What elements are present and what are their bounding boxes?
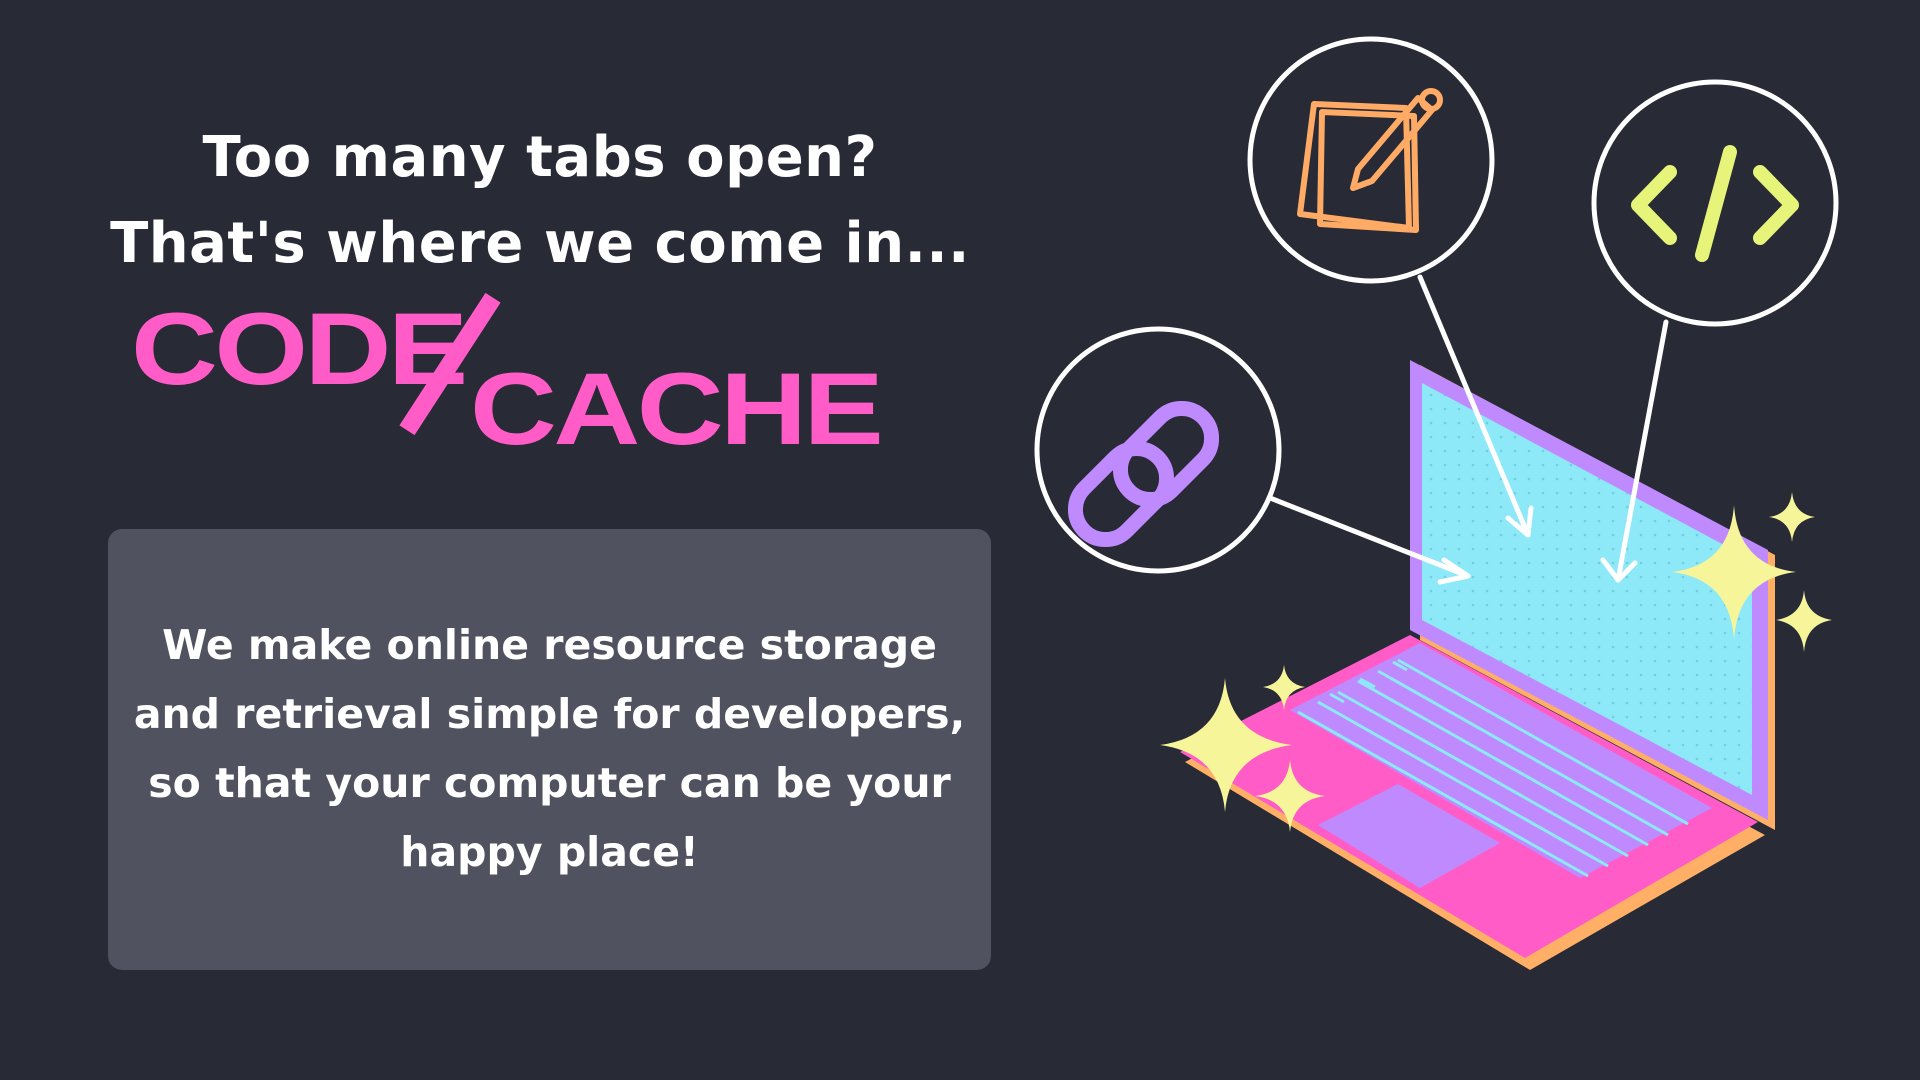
- notes-pencil-icon: [1247, 36, 1495, 284]
- arrows: [1267, 274, 1669, 585]
- info-card: We make online resource storage and retr…: [108, 529, 991, 970]
- info-line-1: We make online resource storage: [162, 621, 937, 669]
- headline-line-2: That's where we come in...: [110, 211, 970, 276]
- headline: Too many tabs open? That's where we come…: [100, 115, 980, 287]
- link-chain-icon: [1034, 326, 1282, 574]
- logo-word-code: CODE: [131, 292, 468, 406]
- info-line-3: so that your computer can be your: [148, 759, 951, 807]
- info-text: We make online resource storage and retr…: [108, 611, 991, 887]
- info-line-2: and retrieval simple for developers,: [133, 690, 966, 738]
- info-line-4: happy place!: [400, 828, 699, 876]
- headline-line-1: Too many tabs open?: [202, 125, 878, 190]
- laptop-icon: [1180, 360, 1775, 970]
- code-cache-logo: CODE CACHE: [125, 290, 965, 460]
- sparkle-icon: [1160, 492, 1832, 832]
- logo-word-cache: CACHE: [470, 352, 884, 466]
- laptop-illustration: [1034, 36, 1839, 970]
- code-brackets-icon: [1591, 79, 1839, 327]
